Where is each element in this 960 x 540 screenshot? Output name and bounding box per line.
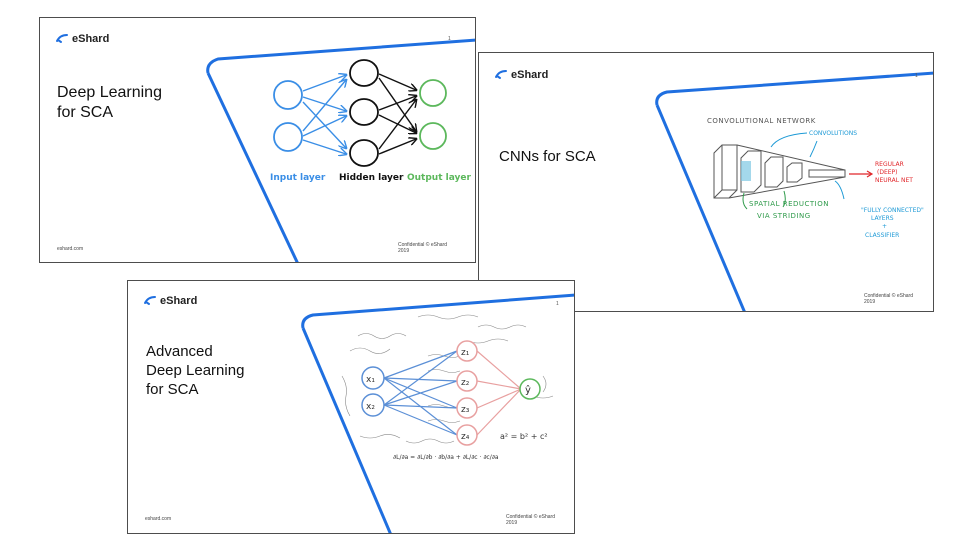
hidden-node — [456, 340, 478, 362]
hidden-node — [349, 98, 379, 126]
slide-title: Advanced Deep Learning for SCA — [146, 343, 244, 399]
regular-annotation-1: REGULAR — [875, 161, 904, 168]
fully-annotation-4: CLASSIFIER — [865, 232, 899, 239]
logo-text: eShard — [511, 69, 549, 81]
title-line: for SCA — [146, 380, 199, 398]
slide-decoration — [655, 71, 933, 311]
output-node-label: ŷ — [525, 384, 531, 396]
hidden-node-label: z₁ — [461, 348, 470, 358]
neural-network-diagram: Input layer Hidden layer Output layer — [270, 59, 471, 183]
slide-deep-learning[interactable]: eShard 1 Deep Learning for SCA — [39, 17, 476, 263]
fully-annotation-1: "FULLY CONNECTED" — [861, 207, 924, 214]
pythagoras-formula: a² = b² + c² — [500, 432, 548, 441]
page-number: 1 — [448, 36, 451, 42]
title-line: for SCA — [57, 104, 114, 121]
footer-confidential: Confidential © eShard 2019 — [398, 242, 447, 255]
logo: eShard — [143, 295, 197, 307]
footer-line: Confidential © eShard — [398, 242, 447, 248]
input-layer-label: Input layer — [270, 173, 326, 183]
footer-line: Confidential © eShard — [506, 514, 555, 520]
annotated-network-diagram: x₁ x₂ z₁ z₂ z₃ z₄ ŷ a² = b² + c² ∂L/∂a =… — [341, 314, 554, 461]
page-number: 1 — [556, 301, 559, 307]
slide-title: CNNs for SCA — [499, 148, 596, 165]
footer-line: Confidential © eShard — [864, 293, 913, 299]
hidden-edges — [476, 350, 522, 436]
slide-decoration — [301, 293, 574, 533]
hidden-node-label: z₂ — [461, 378, 470, 388]
footer-confidential: Confidential © eShard 2019 — [506, 514, 555, 527]
input-node — [361, 393, 385, 417]
logo-text: eShard — [160, 295, 198, 307]
hidden-layer-label: Hidden layer — [339, 173, 404, 183]
title-line: Deep Learning — [146, 361, 245, 379]
footer-confidential: Confidential © eShard 2019 — [864, 293, 913, 306]
footer-website[interactable]: eshard.com — [145, 516, 172, 522]
output-layer-label: Output layer — [407, 173, 471, 183]
logo-icon — [144, 296, 156, 305]
page-number: 1 — [915, 73, 918, 79]
slide-title: Deep Learning for SCA — [57, 83, 162, 123]
title-line: Advanced — [146, 343, 213, 360]
hidden-node — [456, 424, 478, 446]
input-node-label: x₂ — [366, 402, 375, 412]
output-node — [419, 122, 447, 150]
logo-icon — [56, 34, 68, 43]
slide-decoration — [206, 38, 475, 262]
convolutions-annotation: CONVOLUTIONS — [809, 130, 857, 137]
input-edges — [302, 75, 346, 154]
logo: eShard — [494, 69, 548, 81]
hidden-node — [349, 59, 379, 87]
slide-cnns[interactable]: eShard 1 CNNs for SCA CONVOLUTIONAL NETW… — [478, 52, 934, 312]
hidden-node-label: z₃ — [461, 405, 470, 415]
input-node — [273, 80, 303, 110]
hidden-node-label: z₄ — [461, 432, 470, 442]
regular-annotation-3: NEURAL NET — [875, 177, 913, 184]
slide-advanced-deep-learning[interactable]: eShard 1 Advanced Deep Learning for SCA — [127, 280, 575, 534]
hidden-node — [349, 139, 379, 167]
logo-text: eShard — [72, 33, 110, 45]
input-node — [273, 122, 303, 152]
fully-annotation-2: LAYERS — [871, 215, 894, 222]
input-node-label: x₁ — [366, 375, 375, 385]
footer-line: 2019 — [398, 248, 410, 255]
footer-line: 2019 — [864, 299, 876, 306]
footer-website[interactable]: eshard.com — [57, 246, 84, 252]
regular-annotation-2: (DEEP) — [877, 169, 898, 176]
input-edges — [383, 350, 458, 436]
spatial-annotation-1: SPATIAL REDUCTION — [749, 200, 829, 208]
chain-rule-formula: ∂L/∂a = ∂L/∂b · ∂b/∂a + ∂L/∂c · ∂c/∂a — [393, 454, 499, 461]
fully-annotation-3: + — [882, 223, 887, 230]
hidden-node — [456, 370, 478, 392]
logo-icon — [495, 70, 507, 79]
input-node — [361, 366, 385, 390]
output-node — [519, 378, 541, 400]
footer-line: 2019 — [506, 520, 518, 527]
logo: eShard — [55, 33, 109, 45]
cnn-sketch: CONVOLUTIONAL NETWORK CONVOLUTIONS REGUL… — [707, 117, 924, 239]
title-line: Deep Learning — [57, 84, 162, 101]
hidden-node — [456, 397, 478, 419]
output-node — [419, 79, 447, 107]
network-annotation: CONVOLUTIONAL NETWORK — [707, 117, 816, 125]
spatial-annotation-2: VIA STRIDING — [757, 212, 811, 220]
hidden-edges — [378, 73, 416, 155]
conv-volumes — [713, 144, 846, 199]
